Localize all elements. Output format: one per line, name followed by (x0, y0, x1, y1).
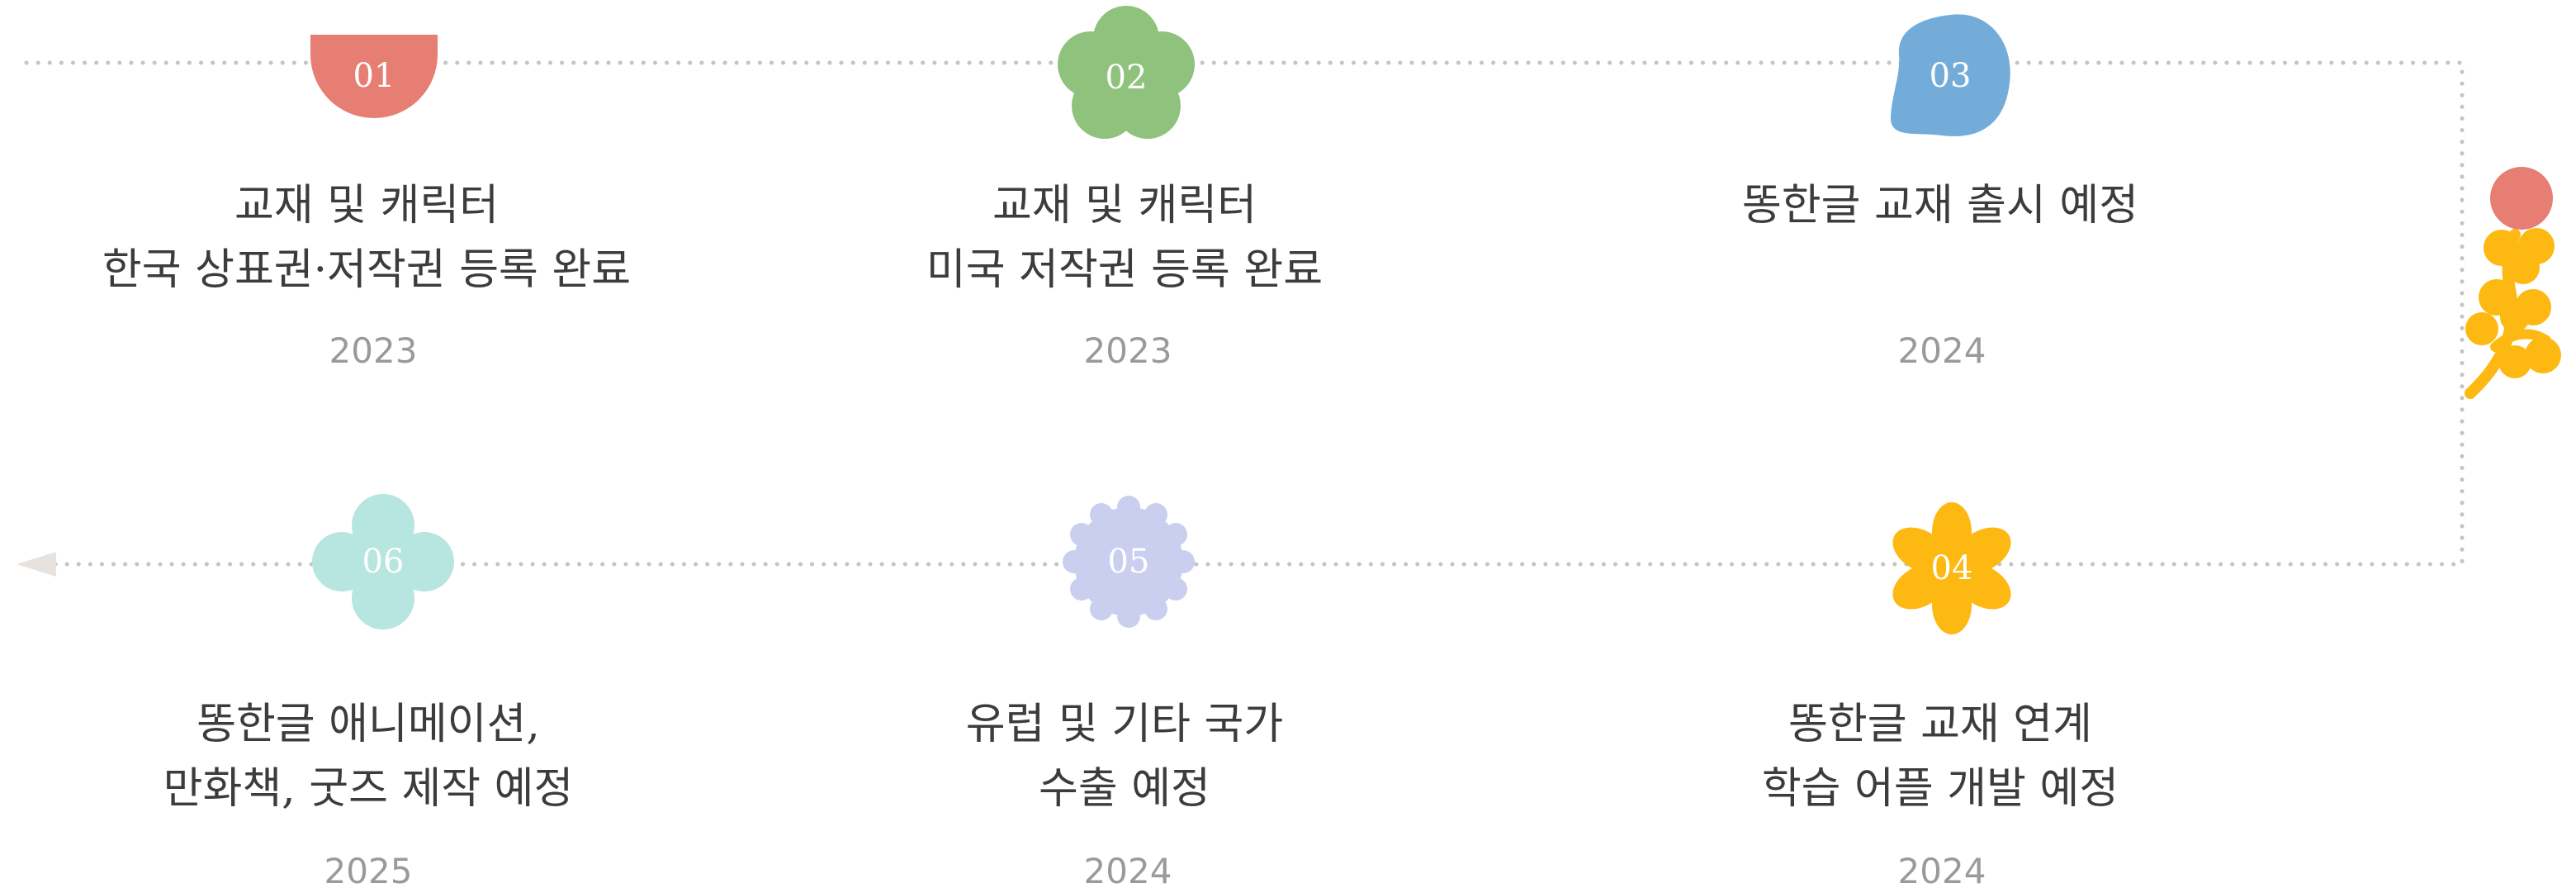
description-line: 교재 및 캐릭터 (234, 181, 500, 230)
step-02-year: 2023 (1083, 330, 1172, 371)
step-06-description: 똥한글 애니메이션, 만화책, 굿즈 제작 예정 (30, 692, 707, 821)
six-petal-flower-icon (1892, 502, 2011, 634)
step-01-description: 교재 및 캐릭터 한국 상표권·저작권 등록 완료 (28, 173, 705, 302)
track-arrow-icon (17, 552, 56, 577)
description-line: 똥한글 애니메이션, (197, 700, 540, 749)
flower-sprig-decoration (2465, 167, 2561, 399)
step-06-year: 2025 (324, 851, 413, 891)
step-number: 06 (362, 543, 405, 581)
step-05-description: 유럽 및 기타 국가 수출 예정 (786, 692, 1463, 821)
four-lobe-flower-icon (312, 494, 454, 629)
step-03-year: 2024 (1897, 330, 1986, 371)
step-04-description: 똥한글 교재 연계 학습 어플 개발 예정 (1602, 692, 2279, 821)
step-number: 03 (1930, 57, 1972, 95)
step-01-badge: 01 (310, 35, 438, 118)
step-02-description: 교재 및 캐릭터 미국 저작권 등록 완료 (786, 173, 1463, 302)
timeline-track (24, 60, 2465, 567)
sprig-leaves-icon (2465, 228, 2561, 399)
sprig-flower-icon (2490, 167, 2553, 230)
five-petal-flower-icon (1058, 6, 1195, 139)
description-line: 한국 상표권·저작권 등록 완료 (102, 245, 632, 295)
step-06-badge: 06 (312, 494, 454, 629)
description-line: 유럽 및 기타 국가 (965, 700, 1284, 749)
step-04-badge: 04 (1892, 502, 2011, 634)
half-circle-icon (310, 35, 438, 118)
description-line: 만화책, 굿즈 제작 예정 (163, 764, 574, 814)
scalloped-badge-icon (1063, 496, 1195, 628)
description-line: 학습 어플 개발 예정 (1761, 764, 2119, 814)
step-03-badge: 03 (1890, 14, 2010, 136)
step-01-year: 2023 (329, 330, 418, 371)
description-line: 교재 및 캐릭터 (992, 181, 1257, 230)
step-03-description: 똥한글 교재 출시 예정 (1602, 173, 2279, 238)
step-04-year: 2024 (1897, 851, 1986, 891)
step-number: 01 (353, 57, 395, 95)
step-number: 05 (1108, 543, 1150, 581)
step-number: 02 (1106, 59, 1148, 97)
description-line: 똥한글 교재 출시 예정 (1741, 181, 2139, 230)
step-05-badge: 05 (1063, 496, 1195, 628)
step-02-badge: 02 (1058, 6, 1195, 139)
description-line: 미국 저작권 등록 완료 (926, 245, 1324, 295)
description-line: 수출 예정 (1039, 764, 1210, 814)
blob-icon (1890, 14, 2010, 136)
step-05-year: 2024 (1083, 851, 1172, 891)
step-number: 04 (1931, 549, 1973, 587)
description-line: 똥한글 교재 연계 (1788, 700, 2092, 749)
